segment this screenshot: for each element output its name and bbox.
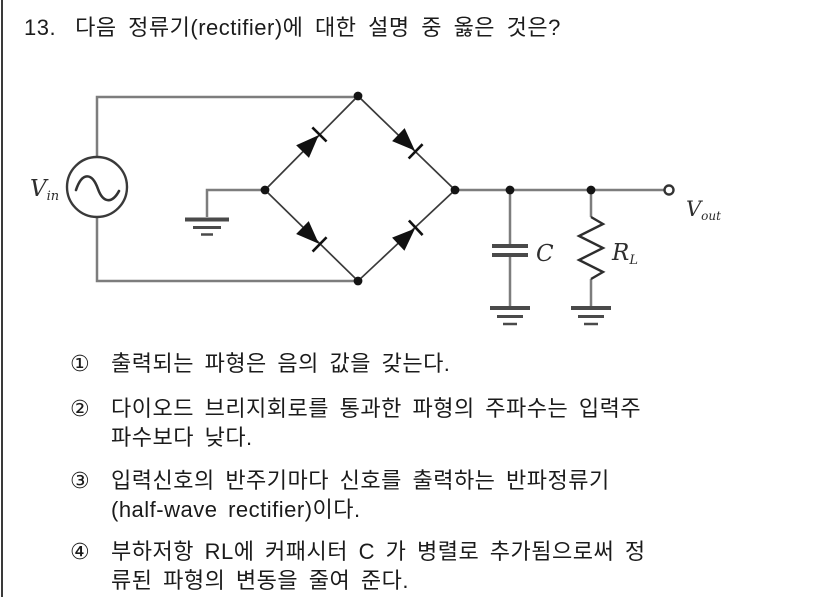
junction-dot-capacitor	[505, 185, 515, 195]
option-text-line: 입력신호의 반주기마다 신호를 출력하는 반파정류기	[111, 468, 610, 493]
load-resistor-label: RL	[611, 240, 638, 268]
option-2-marker: ②	[70, 396, 91, 421]
option-text-line: 류된 파형의 변동을 줄여 준다.	[111, 568, 409, 593]
question-number: 13.	[24, 15, 57, 40]
junction-dot-right	[450, 185, 460, 195]
junction-dot-bottom	[353, 276, 363, 286]
option-1-text: 출력되는 파형은 음의 값을 갖는다.	[111, 349, 450, 378]
smoothing-capacitor-icon	[492, 244, 528, 257]
option-2-text: 다이오드 브리지회로를 통과한 파형의 주파수는 입력주 파수보다 낮다.	[111, 394, 641, 452]
option-text-line: 부하저항 RL에 커패시터 C 가 병렬로 추가됨으로써 정	[111, 539, 646, 564]
wire-ground-stub	[205, 188, 265, 217]
ground-icon-resistor	[571, 306, 611, 326]
option-text-line: (half-wave rectifier)이다.	[111, 497, 361, 522]
output-terminal-icon	[663, 184, 675, 196]
wire-top	[95, 95, 358, 157]
question-title: 다음 정류기(rectifier)에 대한 설명 중 옳은 것은?	[75, 15, 561, 40]
load-resistor-icon	[576, 215, 606, 281]
input-voltage-label: Vin	[30, 176, 59, 204]
option-row-1: ① 출력되는 파형은 음의 값을 갖는다.	[70, 349, 450, 378]
page-left-border	[1, 0, 3, 597]
option-row-3: ③ 입력신호의 반주기마다 신호를 출력하는 반파정류기 (half-wave …	[70, 466, 610, 524]
output-voltage-label: Vout	[686, 197, 721, 223]
junction-dot-left	[260, 185, 270, 195]
option-row-2: ② 다이오드 브리지회로를 통과한 파형의 주파수는 입력주 파수보다 낮다.	[70, 394, 641, 452]
ground-icon-left	[185, 217, 229, 236]
option-3-text: 입력신호의 반주기마다 신호를 출력하는 반파정류기 (half-wave re…	[111, 466, 610, 524]
option-4-marker: ④	[70, 539, 91, 564]
diode-bridge-frame	[263, 94, 457, 283]
question-header: 13. 다음 정류기(rectifier)에 대한 설명 중 옳은 것은?	[24, 13, 561, 42]
ground-icon-capacitor	[490, 306, 530, 326]
option-text-line: 파수보다 낮다.	[111, 425, 253, 450]
option-text-line: 출력되는 파형은 음의 값을 갖는다.	[111, 351, 451, 376]
junction-dot-top	[353, 91, 363, 101]
diode-bottom-left-icon	[296, 221, 328, 253]
wire-bottom	[95, 217, 358, 283]
diode-top-left-icon	[296, 126, 328, 158]
option-text-line: 다이오드 브리지회로를 통과한 파형의 주파수는 입력주	[111, 396, 642, 421]
option-4-text: 부하저항 RL에 커패시터 C 가 병렬로 추가됨으로써 정 류된 파형의 변동…	[111, 537, 646, 595]
option-row-4: ④ 부하저항 RL에 커패시터 C 가 병렬로 추가됨으로써 정 류된 파형의 …	[70, 537, 646, 595]
junction-dot-resistor	[586, 185, 596, 195]
ac-source-icon	[65, 155, 129, 219]
option-1-marker: ①	[70, 351, 91, 376]
capacitor-label: C	[536, 241, 554, 267]
option-3-marker: ③	[70, 468, 91, 493]
diode-top-right-icon	[392, 128, 424, 160]
sine-wave-icon	[74, 175, 121, 202]
diode-bottom-right-icon	[392, 219, 424, 251]
